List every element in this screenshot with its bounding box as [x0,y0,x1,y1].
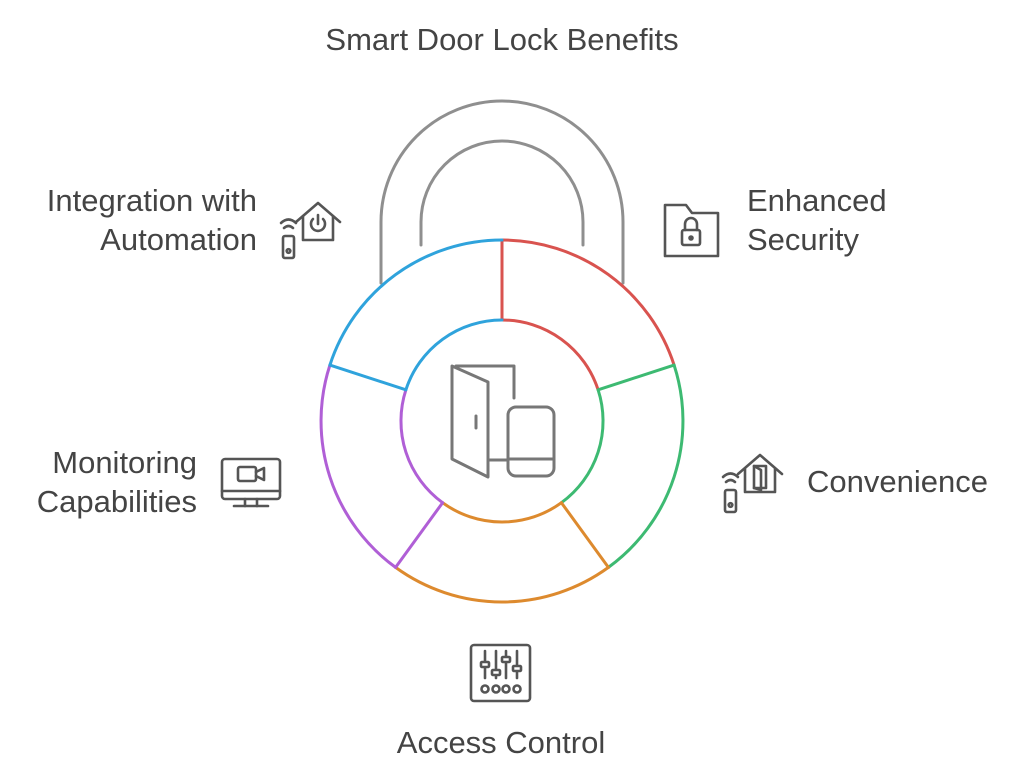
control-sliders-icon [469,643,532,703]
ring-inner-access-control [441,501,563,524]
ring-outer-monitoring [319,363,398,569]
ring-inner-convenience [559,388,605,505]
enhanced-security-label: Enhanced Security [747,181,887,259]
enhanced-security-line-2: Security [747,222,859,257]
ring-divider-convenience [596,363,676,392]
ring-divider-monitoring [394,501,445,569]
convenience-label: Convenience [807,462,988,501]
integration-line-2: Automation [100,222,257,257]
convenience-line-1: Convenience [807,464,988,499]
ring-inner-enhanced-security [500,318,600,392]
access-control-line-1: Access Control [396,725,606,760]
ring-divider-integration [328,363,408,392]
door-and-phone-icon [450,364,556,479]
video-monitor-icon [220,457,282,508]
ring-outer-integration [328,238,504,367]
ring-outer-enhanced-security [500,238,676,367]
shackle-outer [379,99,625,285]
ring-inner-integration [404,318,504,392]
ring-divider-access-control [559,501,610,569]
enhanced-security-line-1: Enhanced [747,183,887,218]
integration-automation-label: Integration with Automation [47,181,257,259]
lock-ring [319,238,685,604]
integration-line-1: Integration with [46,183,257,218]
shackle-inner [419,139,585,247]
ring-outer-access-control [394,565,610,604]
access-control-label: Access Control [380,723,622,762]
ring-inner-monitoring [399,388,445,505]
monitoring-capabilities-label: Monitoring Capabilities [37,443,197,521]
ring-outer-convenience [606,363,685,569]
monitoring-line-1: Monitoring [52,445,197,480]
monitoring-line-2: Capabilities [36,484,197,519]
smart-home-power-icon [279,201,342,260]
diagram-title: Smart Door Lock Benefits [325,22,679,57]
smart-home-remote-icon [721,453,784,514]
lock-shackle [379,99,625,285]
locked-folder-icon [663,203,720,258]
